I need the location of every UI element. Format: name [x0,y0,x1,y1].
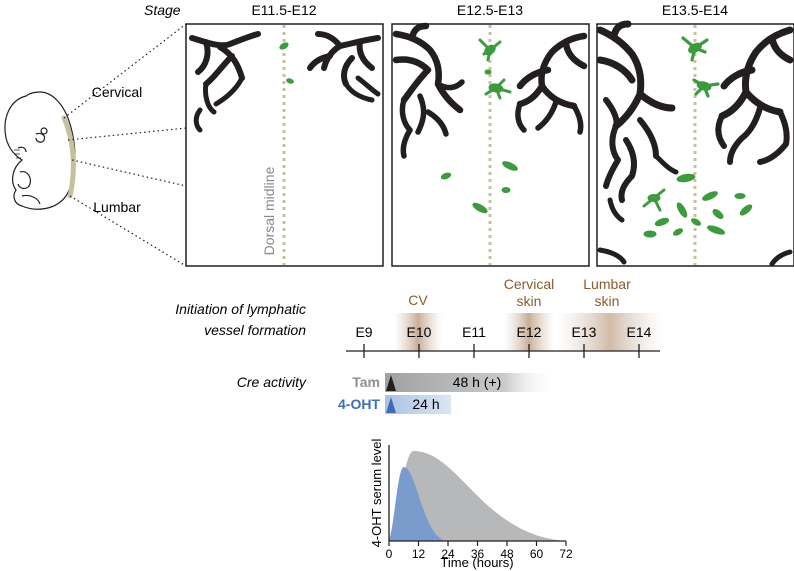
event-cervical-line1: Cervical [504,276,555,292]
series-area-0 [389,451,566,541]
initiation-title-line1: Initiation of lymphatic [175,301,306,317]
x-tick-label-0: 0 [386,547,393,561]
timepoint-e14: E14 [627,324,652,340]
oht-label: 4-OHT [338,396,380,412]
event-cervical-line2: skin [517,293,542,309]
embryo-illustration [4,91,76,210]
tam-label: Tam [352,374,380,390]
x-tick-label-60: 60 [530,547,544,561]
event-lumbar-line1: Lumbar [583,276,631,292]
timepoint-e12: E12 [517,324,542,340]
lumbar-label: Lumbar [93,199,141,215]
tam-start-marker [386,375,396,391]
stage-label-2: E12.5-E13 [457,2,523,18]
stage-label-1: E11.5-E12 [251,2,316,18]
connector-lines [63,23,187,267]
timepoint-e13: E13 [572,324,597,340]
cre-activity-title: Cre activity [237,374,307,390]
event-lumbar-line2: skin [595,293,620,309]
dorsal-skin-highlight [61,115,76,199]
tam-duration: 48 h (+) [453,374,502,390]
x-tick-label-36: 36 [471,547,485,561]
x-tick-label-72: 72 [559,547,573,561]
tam-bar [385,373,555,392]
initiation-title-line2: vessel formation [204,322,306,338]
timeline-axis [346,344,660,358]
oht-duration: 24 h [412,396,439,412]
y-axis-label: 4-OHT serum level [369,438,384,547]
x-tick-label-12: 12 [412,547,426,561]
x-tick-label-24: 24 [441,547,455,561]
panel-e11-5: Dorsal midline [185,23,384,267]
x-axis-label: Time (hours) [440,555,513,570]
x-tick-label-48: 48 [500,547,514,561]
stage-heading: Stage [144,2,181,18]
serum-level-chart: 0 12 24 36 48 60 72 Time (hours) 4-OHT serum l… [369,438,573,570]
event-cv-label: CV [408,292,428,308]
timepoint-e11: E11 [462,324,486,340]
cervical-label: Cervical [92,84,143,100]
timepoint-e10: E10 [407,324,432,340]
event-shading [394,313,662,351]
series-area-1 [389,467,446,541]
timepoint-e9: E9 [355,324,372,340]
panel-e13-5 [596,20,794,267]
stage-label-3: E13.5-E14 [662,2,728,18]
dorsal-midline-label: Dorsal midline [261,166,277,255]
oht-start-marker [386,397,396,413]
oht-bar [385,395,451,414]
panel-e12-5 [391,22,590,267]
